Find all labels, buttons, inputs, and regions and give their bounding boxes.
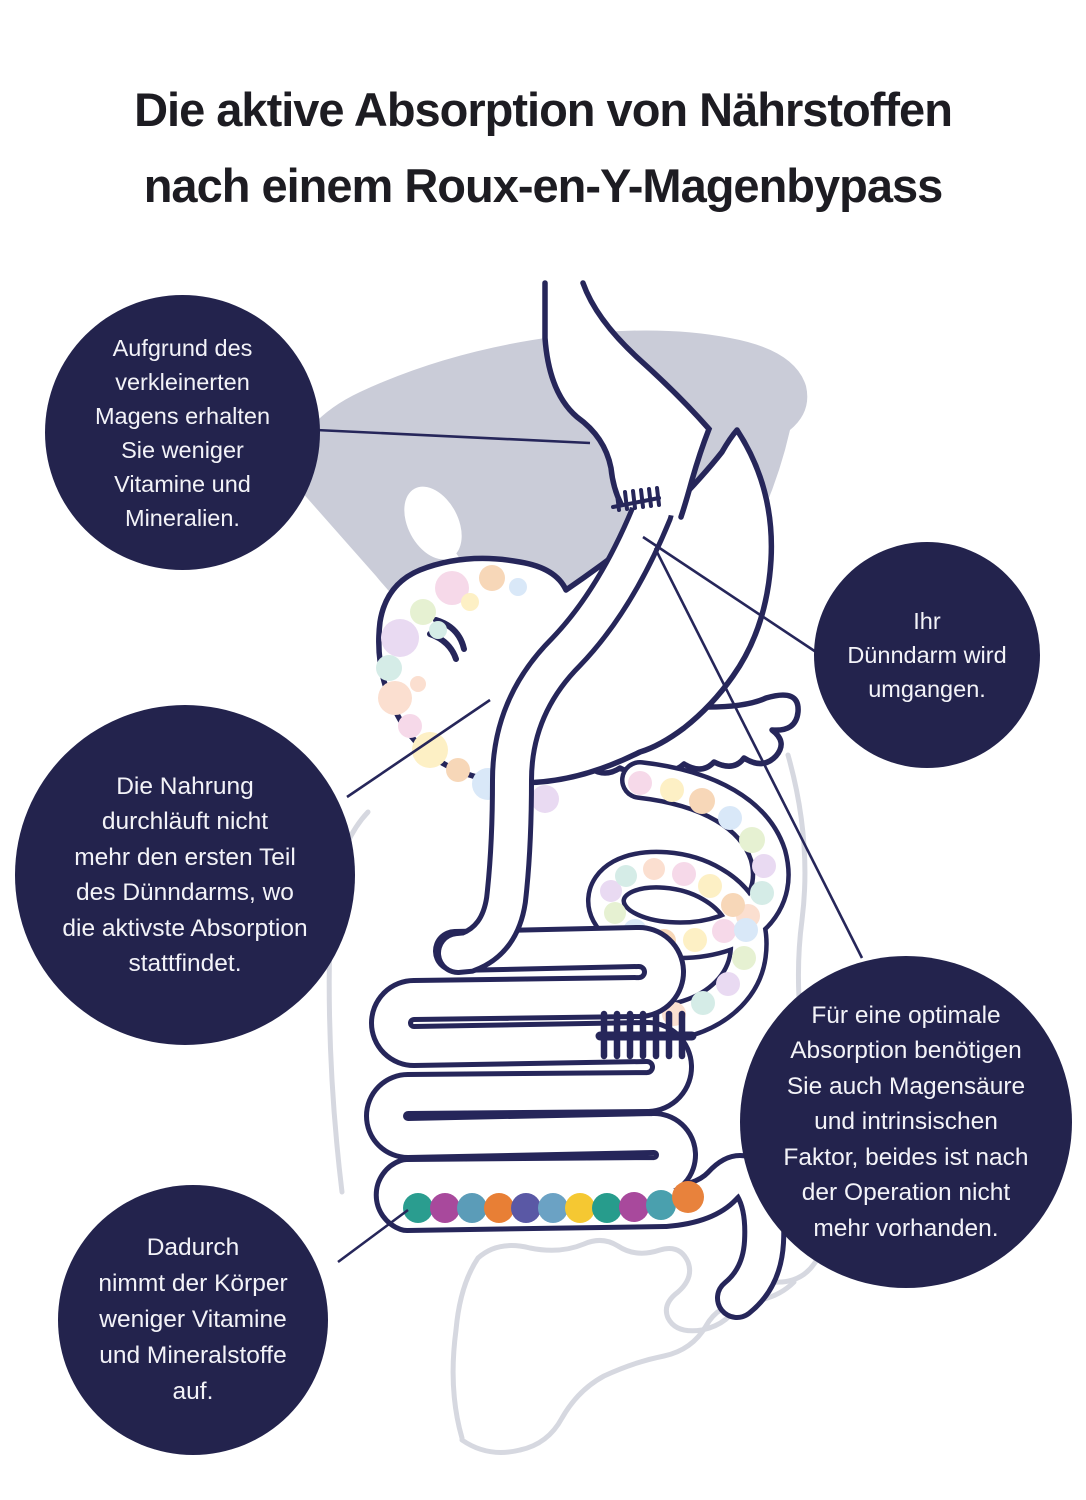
page-title: Die aktive Absorption von Nährstoffen na… xyxy=(0,72,1086,224)
callout-text: Für eine optimale xyxy=(811,1001,1001,1029)
anastomosis-staple-line xyxy=(595,1010,697,1060)
callout-text: Aufgrund des xyxy=(112,334,253,361)
page-title-line-1: Die aktive Absorption von Nährstoffen xyxy=(134,83,953,136)
esophagus xyxy=(542,280,624,507)
callout-food-path: Die Nahrung durchläuft nicht mehr den er… xyxy=(15,705,355,1045)
connector-line-acid-intrinsic-factor xyxy=(653,547,864,959)
callout-text: Die Nahrung xyxy=(116,772,254,800)
callout-text: Dadurch xyxy=(146,1234,240,1261)
bypassed-duodenum xyxy=(586,760,791,1046)
callout-bypassed-small-intestine: Ihr Dünndarm wird umgangen. xyxy=(814,542,1040,768)
small-intestine-coils xyxy=(364,925,787,1320)
callout-acid-intrinsic-factor: Für eine optimale Absorption benötigen S… xyxy=(740,956,1072,1288)
connector-line-food-path xyxy=(346,698,491,799)
callout-less-vitamins-absorbed: Dadurch nimmt der Körper weniger Vitamin… xyxy=(58,1185,328,1455)
active-absorption-segment xyxy=(403,1181,704,1223)
page-title-line-2: nach einem Roux-en-Y-Magenbypass xyxy=(143,159,944,212)
duodenum-nutrient-dots xyxy=(600,771,776,1026)
roux-limb xyxy=(436,490,674,975)
connector-line-less-vitamins xyxy=(337,1208,409,1264)
callout-text: Ihr xyxy=(913,608,941,634)
connector-lines xyxy=(315,428,864,1264)
connector-line-bypassed-small-intestine xyxy=(642,535,817,654)
gastric-pouch xyxy=(542,280,713,520)
connector-line-smaller-stomach xyxy=(315,428,591,445)
pouch-staple-line xyxy=(611,486,661,512)
callout-smaller-stomach: Aufgrund des verkleinerten Magens erhalt… xyxy=(45,295,320,570)
